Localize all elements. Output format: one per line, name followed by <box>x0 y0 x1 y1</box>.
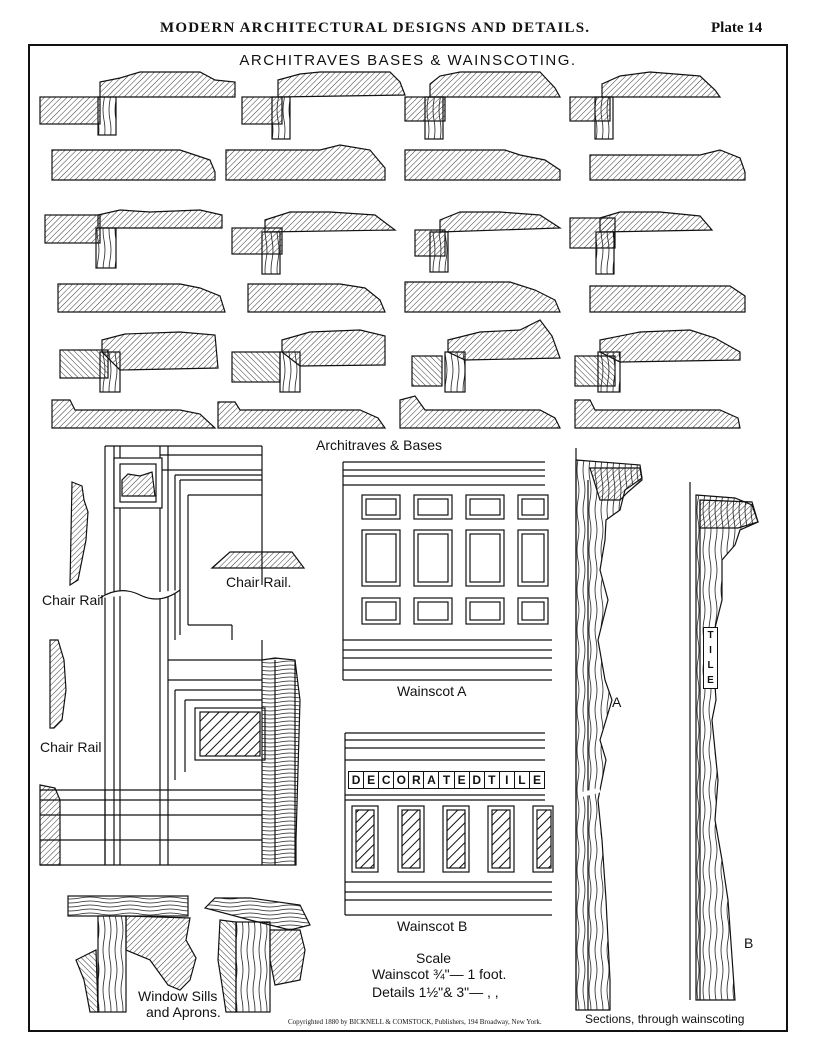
chair-rail-profile-mid <box>210 551 306 569</box>
plate-number: Plate 14 <box>711 20 763 36</box>
chair-rail-profile-2 <box>49 639 67 729</box>
tile-letter: T <box>438 771 455 789</box>
copyright-line: Copyrighted 1880 by BICKNELL & COMSTOCK,… <box>288 1018 542 1026</box>
architrave-row-2 <box>44 209 714 275</box>
aprons-label: and Aprons. <box>146 1004 221 1020</box>
decorated-tile-band: D E C O R A T E D T I L E <box>348 771 546 789</box>
window-sill-1 <box>67 895 197 1013</box>
page-header: MODERN ARCHITECTURAL DESIGNS AND DETAILS… <box>0 20 816 44</box>
architrave-row-1 <box>39 71 722 140</box>
wainscot-section-a <box>575 448 643 1011</box>
window-sill-2 <box>203 897 311 1013</box>
chair-rail-label-1: Chair Rail <box>42 592 104 608</box>
sections-caption: Sections, through wainscoting <box>585 1012 745 1026</box>
tile-letter: T <box>483 771 500 789</box>
wainscot-b-label: Wainscot B <box>397 918 468 934</box>
tile-letter: E <box>528 771 546 789</box>
wainscot-section-b <box>689 482 759 1001</box>
tile-letter: E <box>363 771 380 789</box>
vtile-letter: L <box>707 660 714 671</box>
chair-rail-label-mid: Chair Rail. <box>226 574 292 590</box>
section-b-label: B <box>744 935 754 951</box>
vtile-letter: E <box>707 675 714 686</box>
wainscot-a-label: Wainscot A <box>397 683 467 699</box>
book-title: MODERN ARCHITECTURAL DESIGNS AND DETAILS… <box>160 20 591 36</box>
tile-letter: I <box>498 771 515 789</box>
base-row-1 <box>51 144 746 181</box>
tile-letter: A <box>423 771 440 789</box>
tile-letter: D <box>348 771 365 789</box>
vtile-letter: I <box>709 645 712 656</box>
tile-letter: R <box>408 771 425 789</box>
architrave-elevation <box>39 445 301 866</box>
plate-frame <box>28 44 788 1032</box>
tile-letter: O <box>393 771 410 789</box>
base-row-2 <box>57 281 746 313</box>
plate-title: ARCHITRAVES BASES & WAINSCOTING. <box>239 52 577 69</box>
wainscot-b-elevation <box>344 732 554 916</box>
tile-letter: E <box>453 771 470 789</box>
tile-letter: C <box>378 771 395 789</box>
architrave-row-3 <box>59 319 741 393</box>
vtile-letter: T <box>707 630 714 641</box>
section-a-label: A <box>612 694 622 710</box>
scale-details: Details 1½"& 3"— , , <box>372 984 499 1000</box>
base-row-3 <box>51 395 741 429</box>
tile-letter: D <box>468 771 485 789</box>
scale-title: Scale <box>416 950 452 966</box>
scale-wainscot: Wainscot ¾"— 1 foot. <box>372 966 507 982</box>
chair-rail-label-2: Chair Rail <box>40 739 102 755</box>
chair-rail-profile-1 <box>69 481 89 587</box>
wainscot-a-elevation <box>342 461 552 681</box>
tile-letter: L <box>513 771 530 789</box>
vertical-tile-label: T I L E <box>703 627 718 689</box>
architraves-bases-label: Architraves & Bases <box>316 437 443 453</box>
window-sills-label: Window Sills <box>138 988 218 1004</box>
